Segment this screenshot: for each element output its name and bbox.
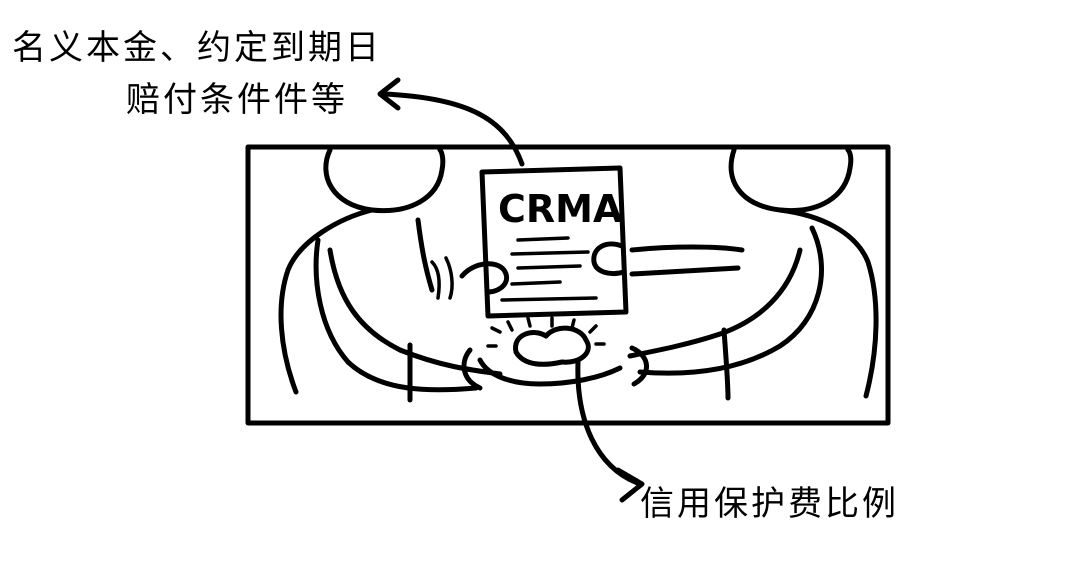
right-person [591,147,879,401]
arrow-to-contract-terms [377,77,525,167]
contract-terms-label-line1: 名义本金、约定到期日 [12,28,382,68]
panel-frame [245,144,891,426]
left-head [323,147,446,214]
crma-document: CRMA [479,165,629,319]
protection-fee-label: 信用保护费比例 [640,484,899,524]
money-pile [461,316,649,391]
arrow-to-protection-fee [575,359,645,503]
contract-terms-label-line2: 赔付条件件等 [126,80,348,120]
right-head [728,147,854,214]
left-hand [459,261,510,295]
right-hand [591,241,627,277]
left-person [278,147,510,403]
document-title: CRMA [498,187,623,231]
